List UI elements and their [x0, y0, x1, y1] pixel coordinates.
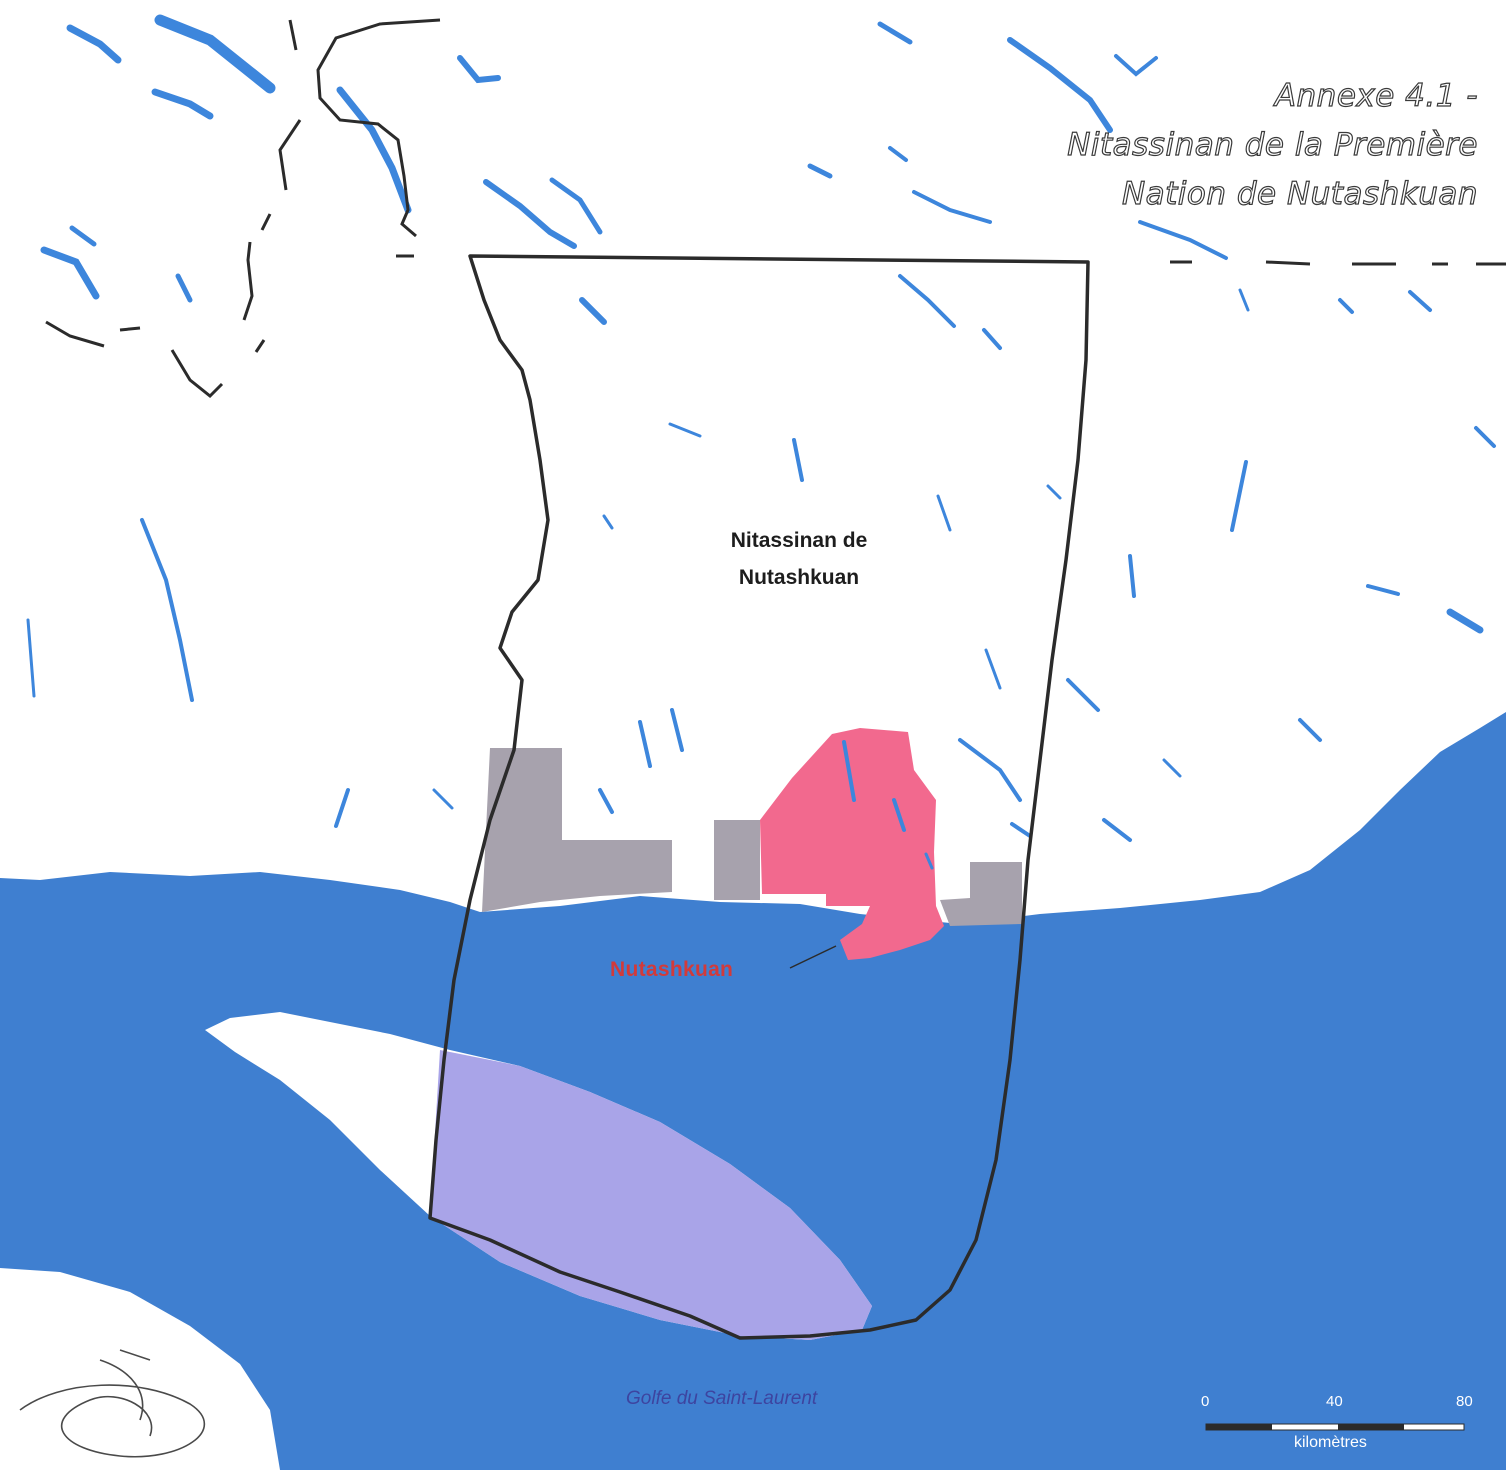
territory-label-line-1: Nitassinan de	[730, 529, 868, 552]
provincial-border	[45, 18, 1506, 399]
adjacent-zone-middle	[714, 820, 760, 900]
scale-tick-0: 0	[1201, 1393, 1210, 1410]
title-line-3: Nation de Nutashkuan	[1121, 175, 1478, 212]
signature-mark	[19, 1349, 206, 1458]
scale-bar	[1205, 1423, 1465, 1431]
gulf-water	[0, 712, 1506, 1470]
territory-label: Nitassinan de Nutashkuan	[684, 522, 914, 596]
adjacent-zone-west	[482, 748, 672, 912]
community-zone	[760, 728, 944, 960]
title-line-2: Nitassinan de la Première	[1067, 126, 1478, 163]
scale-tick-80: 80	[1456, 1393, 1473, 1410]
territory-boundary	[428, 254, 1090, 1340]
island-zone	[430, 1050, 872, 1340]
map-title: Annexe 4.1 - Nitassinan de la Première N…	[1008, 72, 1478, 219]
scale-unit-label: kilomètres	[1294, 1434, 1367, 1451]
territory-label-line-2: Nutashkuan	[738, 566, 860, 589]
community-pointer	[789, 945, 837, 969]
gulf-label: Golfe du Saint-Laurent	[626, 1388, 818, 1409]
gaspe-peninsula	[0, 1268, 280, 1470]
scale-tick-40: 40	[1326, 1393, 1343, 1410]
adjacent-zone-east	[940, 862, 1022, 926]
lakes-and-rivers	[26, 14, 1496, 870]
community-label: Nutashkuan	[610, 958, 734, 981]
title-line-1: Annexe 4.1 -	[1274, 77, 1478, 114]
